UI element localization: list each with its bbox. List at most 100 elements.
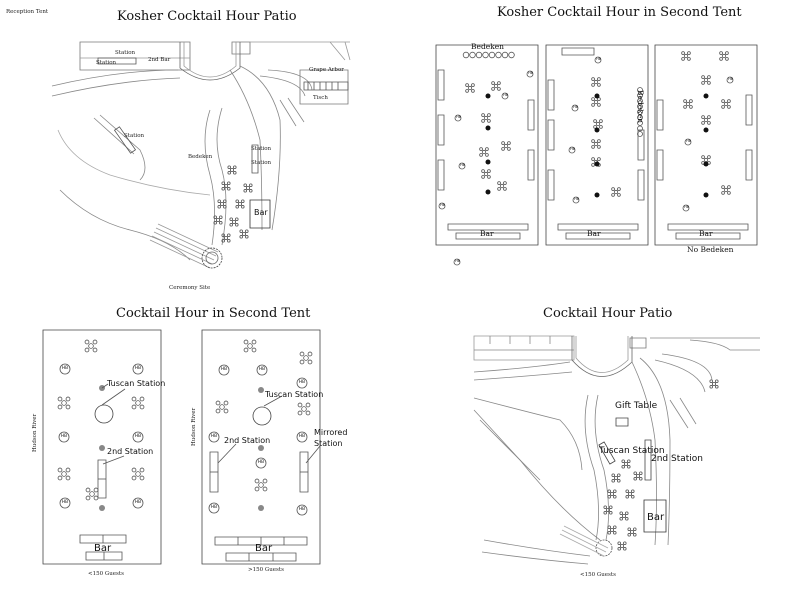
- chair: [214, 216, 217, 219]
- station-marker: [594, 192, 600, 198]
- bar-counter: [250, 200, 270, 228]
- chair: [592, 98, 595, 101]
- map-label: Station: [251, 146, 272, 152]
- chair: [86, 488, 90, 492]
- table-top: [238, 202, 241, 205]
- table-top: [684, 54, 687, 57]
- chair: [132, 397, 136, 401]
- cocktail-table: [502, 142, 511, 151]
- chair: [628, 528, 631, 531]
- table-top: [620, 544, 623, 547]
- high-boy-table: [572, 105, 578, 111]
- table-top: [230, 168, 233, 171]
- cocktail-table: [622, 460, 630, 468]
- chair: [631, 495, 634, 498]
- chair: [592, 104, 595, 107]
- chair: [219, 216, 222, 219]
- table-top: [628, 492, 631, 495]
- chair: [480, 154, 483, 157]
- tent-map: [43, 330, 320, 564]
- bedeken-chair: [470, 52, 476, 58]
- station-marker: [99, 445, 105, 451]
- guest-count: <150 Guests: [580, 572, 616, 578]
- tent-outline: [43, 330, 161, 564]
- high-boy-table: [209, 503, 219, 513]
- tent-furniture: [58, 340, 320, 561]
- chair: [233, 166, 236, 169]
- chair: [508, 148, 511, 151]
- station-marker: [594, 127, 600, 133]
- bar-label: Bar: [255, 543, 273, 554]
- chair: [222, 187, 225, 190]
- chair: [612, 474, 615, 477]
- table-top: [596, 122, 599, 125]
- chair: [722, 106, 725, 109]
- chair: [306, 403, 310, 407]
- station-table: [638, 130, 644, 160]
- chair: [466, 84, 469, 87]
- chair: [58, 468, 62, 472]
- chair: [684, 100, 687, 103]
- chair: [639, 472, 642, 475]
- patio-terrace-arc: [572, 336, 632, 377]
- chair: [613, 531, 616, 534]
- chair: [235, 223, 238, 226]
- chair: [598, 146, 601, 149]
- chair: [618, 547, 621, 550]
- station-table: [98, 58, 136, 64]
- station-marker: [594, 93, 600, 99]
- bar-label: Bar: [587, 229, 601, 238]
- patio-map: [474, 336, 760, 564]
- chair: [708, 122, 711, 125]
- station-marker: [703, 161, 709, 167]
- map-label: Tisch: [313, 95, 328, 101]
- tuscan-station-table: [95, 405, 113, 423]
- chair: [625, 517, 628, 520]
- chair: [480, 148, 483, 151]
- chair: [93, 348, 97, 352]
- bedeken-chair: [638, 99, 643, 104]
- table-top: [136, 401, 141, 406]
- station-table: [115, 127, 136, 153]
- table-top: [504, 144, 507, 147]
- chair: [227, 234, 230, 237]
- chair: [617, 479, 620, 482]
- cocktail-table: [682, 52, 691, 61]
- chair: [728, 192, 731, 195]
- chair: [236, 200, 239, 203]
- chair: [86, 496, 90, 500]
- bar-counter: [676, 233, 740, 239]
- chair: [85, 340, 89, 344]
- chair: [498, 182, 501, 185]
- table-top: [614, 476, 617, 479]
- chair: [722, 100, 725, 103]
- high-boy-label: HB: [134, 433, 142, 439]
- station-marker: [485, 189, 491, 195]
- cocktail-table: [244, 340, 256, 352]
- chair: [702, 82, 705, 85]
- panel-title: Kosher Cocktail Hour Patio: [117, 9, 297, 24]
- chair: [598, 104, 601, 107]
- chair: [715, 385, 718, 388]
- chair: [227, 239, 230, 242]
- cocktail-table: [626, 490, 634, 498]
- high-boy-table: [683, 205, 689, 211]
- table-top: [594, 100, 597, 103]
- high-boy-table: [527, 71, 533, 77]
- chair: [308, 360, 312, 364]
- cocktail-table: [710, 380, 718, 388]
- station-table: [657, 150, 663, 180]
- bedeken-chair: [483, 52, 489, 58]
- chair: [263, 479, 267, 483]
- table-top: [136, 472, 141, 477]
- chair: [592, 164, 595, 167]
- chair: [620, 512, 623, 515]
- station-table: [638, 170, 644, 200]
- chair: [627, 465, 630, 468]
- cocktail-table: [592, 78, 601, 87]
- chair: [222, 239, 225, 242]
- chair: [592, 158, 595, 161]
- chair: [502, 142, 505, 145]
- chair: [618, 542, 621, 545]
